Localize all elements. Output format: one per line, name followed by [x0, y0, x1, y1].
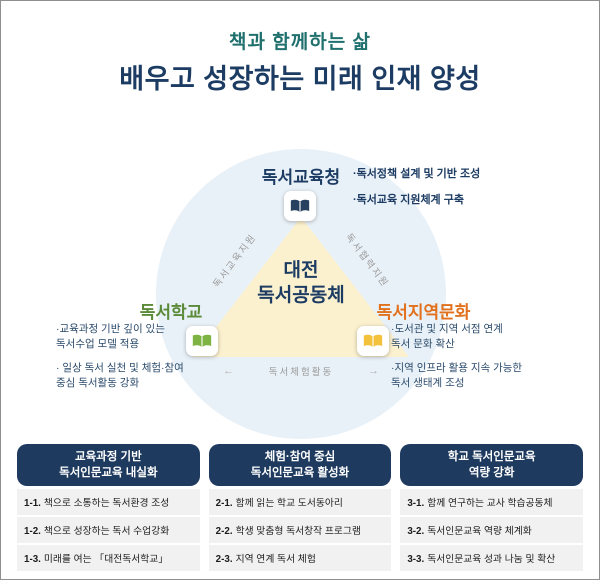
item-text: 지역 연계 독서 체험: [235, 554, 316, 566]
card-curriculum: 교육과정 기반 독서인문교육 내실화 1-1. 책으로 소통하는 독서환경 조성…: [17, 444, 200, 572]
bullet-item: · 일상 독서 실천 및 체험·참여 중심 독서활동 강화: [56, 361, 184, 389]
card-item: 2-2. 학생 맞춤형 독서창작 프로그램: [208, 517, 392, 544]
bullets-education-office: ·독서정책 설계 및 기반 조성 ·독서교육 지원체계 구축: [353, 167, 558, 219]
item-text: 책으로 성장하는 독서 수업강화: [43, 526, 170, 538]
bullet-item: ·독서교육 지원체계 구축: [353, 193, 464, 206]
item-text: 독서인문교육 성과 나눔 및 확산: [427, 554, 556, 566]
item-number: 1-3.: [24, 554, 41, 566]
card-title: 교육과정 기반 독서인문교육 내실화: [17, 444, 200, 487]
item-number: 2-2.: [215, 526, 233, 538]
item-number: 2-1.: [215, 498, 233, 510]
item-text: 독서인문교육 역량 체계화: [427, 526, 532, 538]
bullet-item: ·독서정책 설계 및 기반 조성: [353, 168, 481, 180]
page-subtitle: 책과 함께하는 삶: [229, 32, 371, 53]
card-item: 2-1. 함께 읽는 학교 도서동아리: [208, 489, 392, 516]
item-number: 3-2.: [407, 526, 425, 538]
page-title: 배우고 성장하는 미래 인재 양성: [119, 64, 481, 94]
item-text: 함께 연구하는 교사 학습공동체: [427, 498, 553, 510]
item-number: 3-3.: [407, 554, 425, 566]
card-item: 2-3. 지역 연계 독서 체험: [208, 545, 392, 572]
bullets-reading-school: ·교육과정 기반 깊이 있는 독서수업 모델 적용 · 일상 독서 실천 및 체…: [56, 322, 206, 400]
item-number: 3-1.: [407, 498, 425, 510]
card-item: 1-2. 책으로 성장하는 독서 수업강화: [17, 517, 200, 544]
card-title: 체험·참여 중심 독서인문교육 활성화: [208, 444, 392, 487]
open-book-icon-regional-culture: [357, 326, 389, 356]
card-item: 3-2. 독서인문교육 역량 체계화: [400, 517, 584, 544]
card-body: 3-1. 함께 연구하는 교사 학습공동체 3-2. 독서인문교육 역량 체계화…: [400, 489, 584, 572]
open-book-icon-education-office: [284, 191, 316, 221]
item-number: 1-1.: [24, 498, 41, 510]
bullet-item: ·지역 인프라 활용 지속 가능한 독서 생태계 조성: [391, 361, 523, 389]
arrow-right-icon: →: [367, 365, 379, 377]
item-text: 책으로 소통하는 독서환경 조성: [43, 498, 170, 510]
diagram-center-label: 대전 독서공동체: [257, 260, 345, 306]
item-number: 2-3.: [215, 554, 233, 566]
node-label-reading-school: 독서학교: [139, 303, 203, 322]
card-capacity: 학교 독서인문교육 역량 강화 3-1. 함께 연구하는 교사 학습공동체 3-…: [400, 444, 584, 572]
card-item: 3-3. 독서인문교육 성과 나눔 및 확산: [400, 545, 584, 572]
node-label-regional-culture: 독서지역문화: [376, 303, 471, 322]
bullet-item: ·도서관 및 지역 서점 연계 독서 문화 확산: [391, 323, 503, 350]
arrow-left-icon: ←: [223, 365, 234, 377]
item-text: 함께 읽는 학교 도서동아리: [235, 498, 343, 510]
card-title: 학교 독서인문교육 역량 강화: [400, 444, 584, 487]
edge-label-bottom: ← 독서체험활동 →: [223, 364, 379, 378]
bullet-item: ·교육과정 기반 깊이 있는 독서수업 모델 적용: [56, 323, 165, 350]
strategy-cards: 교육과정 기반 독서인문교육 내실화 1-1. 책으로 소통하는 독서환경 조성…: [17, 444, 584, 572]
card-item: 1-3. 미래를 여는 「대전독서학교」: [17, 545, 200, 572]
card-body: 2-1. 함께 읽는 학교 도서동아리 2-2. 학생 맞춤형 독서창작 프로그…: [208, 489, 392, 572]
card-item: 3-1. 함께 연구하는 교사 학습공동체: [400, 489, 584, 516]
edge-bottom-text: 독서체험활동: [268, 367, 334, 378]
item-text: 학생 맞춤형 독서창작 프로그램: [235, 526, 361, 538]
bullets-regional-culture: ·도서관 및 지역 서점 연계 독서 문화 확산 ·지역 인프라 활용 지속 가…: [391, 322, 571, 400]
card-body: 1-1. 책으로 소통하는 독서환경 조성 1-2. 책으로 성장하는 독서 수…: [17, 489, 200, 572]
item-number: 1-2.: [24, 526, 41, 538]
open-book-icon-reading-school: [186, 326, 218, 356]
node-label-education-office: 독서교육청: [261, 168, 341, 187]
card-item: 1-1. 책으로 소통하는 독서환경 조성: [17, 489, 200, 516]
item-text: 미래를 여는 「대전독서학교」: [43, 554, 169, 566]
card-experience: 체험·참여 중심 독서인문교육 활성화 2-1. 함께 읽는 학교 도서동아리 …: [208, 444, 392, 572]
